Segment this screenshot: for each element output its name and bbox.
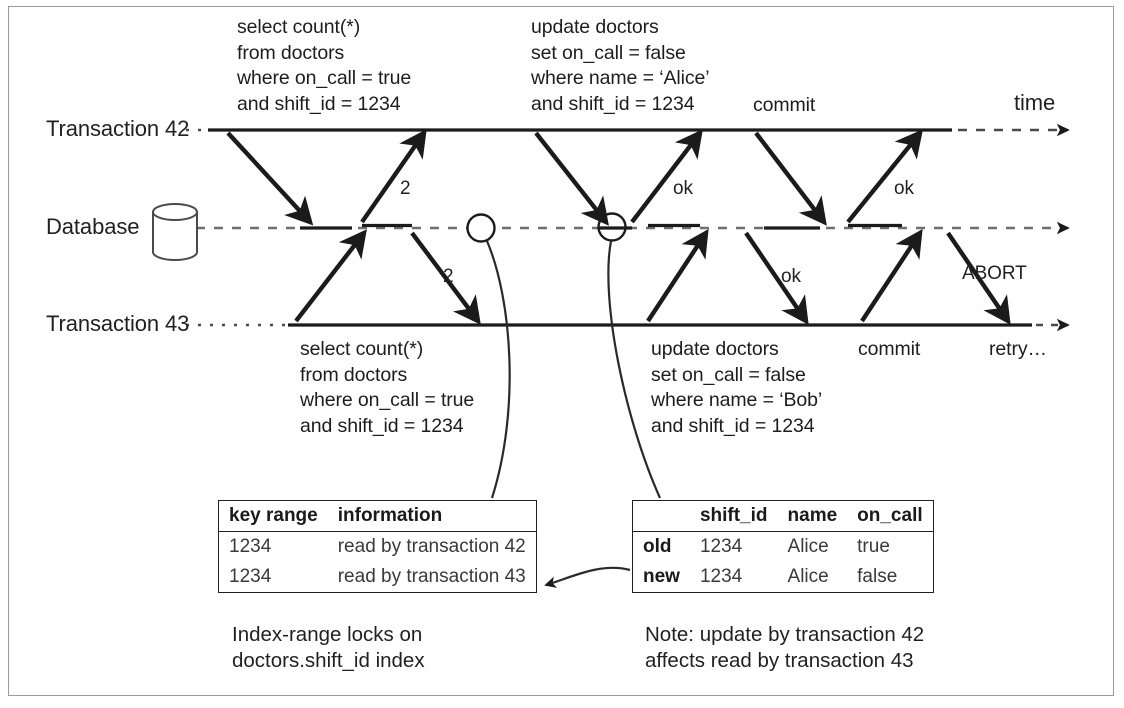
lane-label-transaction-43: Transaction 43: [46, 311, 190, 336]
table-row: new 1234 Alice false: [633, 562, 934, 593]
axis-label-time: time: [1014, 90, 1056, 115]
table-header-row: key range information: [218, 500, 537, 532]
label-response-t43-abort: ABORT: [962, 263, 1027, 284]
label-response-t43-count: 2: [443, 266, 454, 287]
sql-t43-select: select count(*) from doctors where on_ca…: [300, 338, 475, 437]
row-0-version-label: old: [643, 536, 672, 557]
label-response-t42-commit-ok: ok: [894, 178, 914, 199]
label-response-t42-update-ok: ok: [673, 178, 693, 199]
table-header-row: shift_id name on_call: [632, 500, 934, 532]
lock-row-1-info: read by transaction 43: [337, 566, 526, 587]
label-response-t43-update-ok: ok: [781, 266, 801, 287]
table-row: 1234 read by transaction 42: [219, 532, 537, 563]
row-1-on-call: false: [857, 566, 898, 587]
row-0-on-call: true: [857, 536, 890, 557]
row-1-name: Alice: [787, 566, 829, 587]
row-1-version-label: new: [643, 566, 680, 587]
label-t43-retry: retry…: [989, 338, 1047, 360]
label-t43-commit: commit: [858, 338, 921, 360]
lock-row-0-key: 1234: [229, 536, 272, 557]
lock-table-header-key-range: key range: [218, 500, 328, 532]
caption-right: Note: update by transaction 42 affects r…: [645, 623, 925, 672]
sql-t42-update: update doctors set on_call = false where…: [531, 16, 710, 115]
row-table-header-on-call: on_call: [847, 500, 934, 532]
row-table-header-blank: [632, 500, 690, 532]
label-response-t42-count: 2: [400, 178, 411, 199]
row-table-header-shift-id: shift_id: [689, 500, 778, 532]
lock-row-0-info: read by transaction 42: [337, 536, 526, 557]
sql-t42-select: select count(*) from doctors where on_ca…: [237, 16, 412, 115]
lane-label-database: Database: [46, 214, 140, 239]
lock-table-header-information: information: [327, 500, 537, 532]
row-table-header-name: name: [777, 500, 848, 532]
index-range-lock-table: key range information 1234 read by trans…: [218, 500, 537, 593]
table-row: old 1234 Alice true: [633, 532, 934, 563]
row-0-name: Alice: [787, 536, 829, 557]
lane-label-transaction-42: Transaction 42: [46, 116, 190, 141]
row-0-shift-id: 1234: [699, 536, 743, 557]
caption-left: Index-range locks on doctors.shift_id in…: [232, 623, 425, 672]
row-1-shift-id: 1234: [699, 566, 743, 587]
row-version-table: shift_id name on_call old 1234 Alice tru…: [632, 500, 934, 593]
label-t42-commit: commit: [753, 94, 816, 116]
table-row: 1234 read by transaction 43: [219, 562, 537, 593]
lock-row-1-key: 1234: [229, 566, 272, 587]
sql-t43-update: update doctors set on_call = false where…: [651, 338, 823, 437]
